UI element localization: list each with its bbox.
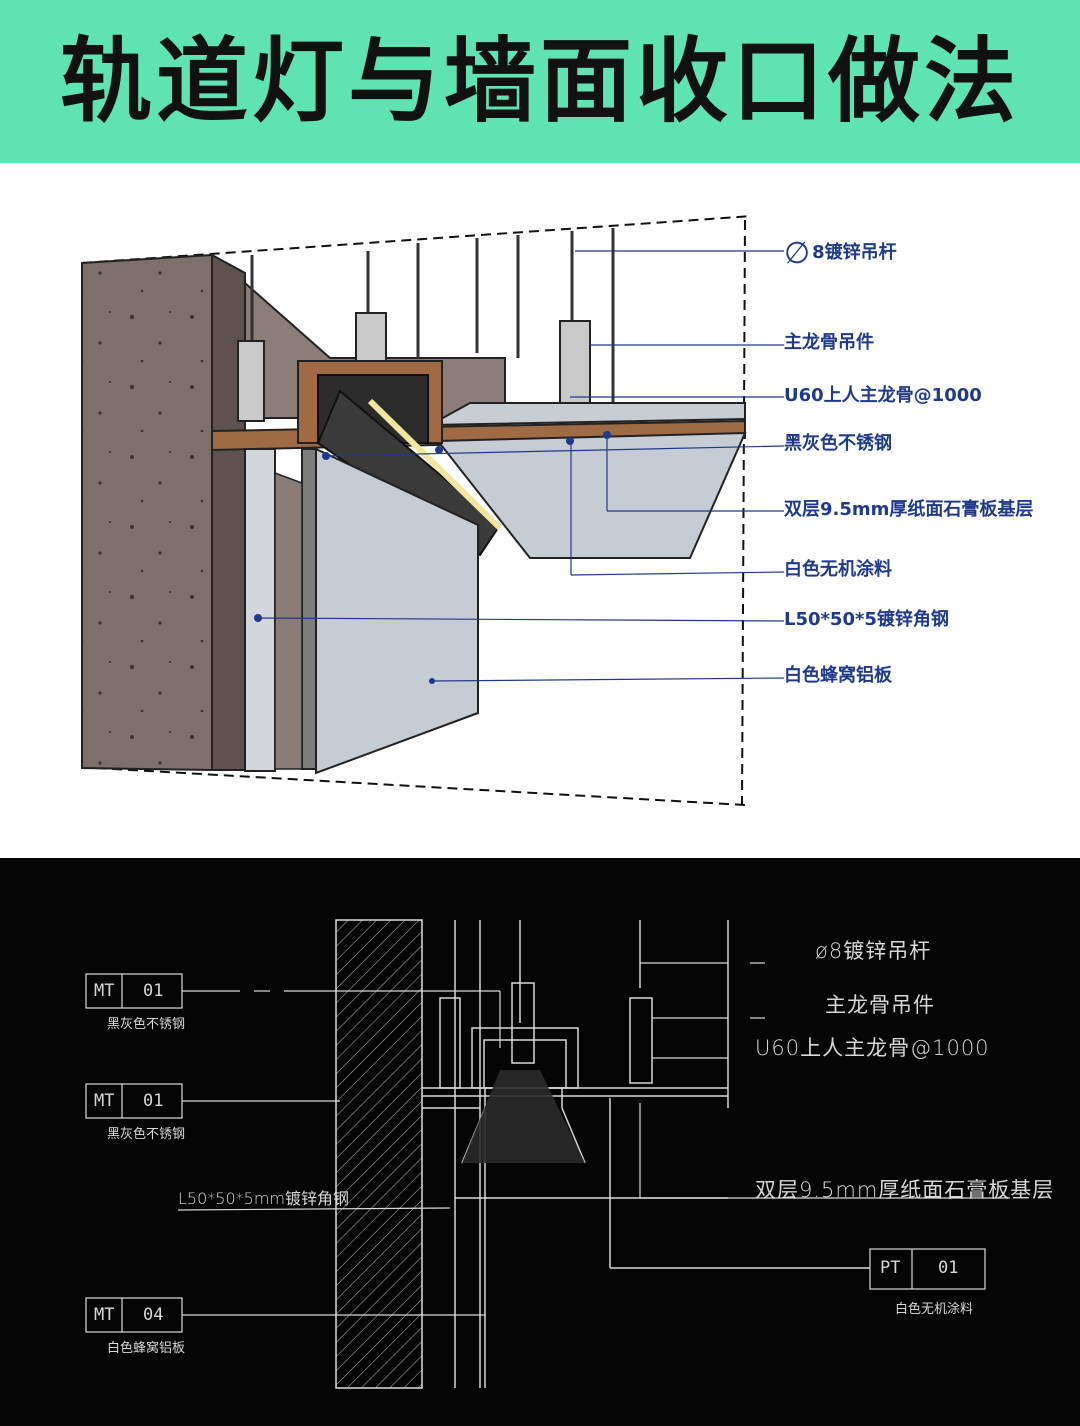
isometric-drawing [81,215,785,806]
cad-tag-1-code: MT [94,981,115,1001]
label-white-paint: 白色无机涂料 [784,559,892,580]
cad-drawing [85,919,1010,1389]
cad-light-beam [462,1070,585,1163]
label-angle-steel: L50*50*5镀锌角钢 [784,609,949,630]
dashed-frame [81,215,753,806]
label-aluminium-panel: 白色蜂窝铝板 [784,665,892,686]
cad-tag-2-num: 01 [143,1091,164,1111]
label-main-keel: U60上人主龙骨@1000 [784,385,982,406]
cad-tag-3-desc: 白色蜂窝铝板 [107,1341,186,1356]
cad-note-gypsum: 双层9.5mm厚纸面石膏板基层 [755,1178,1055,1202]
page-title: 轨道灯与墙面收口做法 [59,27,1020,135]
diameter-symbol: ∅ [784,236,811,271]
cad-right-tag-desc: 白色无机涂料 [895,1302,974,1317]
cad-right-tag-num: 01 [938,1258,959,1278]
cad-note-hanger-rod: ø8镀锌吊杆 [815,939,932,963]
cad-tag-2-desc: 黑灰色不锈钢 [107,1127,186,1142]
label-stainless-steel: 黑灰色不锈钢 [784,433,892,454]
cad-tag-2-code: MT [94,1091,115,1111]
cad-section-drawing: ø8镀锌吊杆 主龙骨吊件 U60上人主龙骨@1000 双层9.5mm厚纸面石膏板… [0,858,1080,1426]
cad-note-main-keel: U60上人主龙骨@1000 [755,1036,990,1060]
cad-right-tag-code: PT [880,1258,901,1278]
concrete-wall [81,253,246,772]
cad-right-tag [869,1248,986,1290]
label-keel-hanger: 主龙骨吊件 [784,332,874,353]
cad-tag-1-num: 01 [143,981,164,1001]
cad-tag-3-num: 04 [143,1305,164,1325]
cad-note-angle-steel: L50*50*5mm镀锌角钢 [178,1189,349,1208]
cad-note-keel-hanger: 主龙骨吊件 [825,993,935,1017]
cad-right-leaders [639,962,1010,1199]
label-gypsum-board: 双层9.5mm厚纸面石膏板基层 [784,499,1034,520]
title-banner: 轨道灯与墙面收口做法 [0,0,1080,163]
iso-leader-lines [257,250,785,682]
cad-tag-1-desc: 黑灰色不锈钢 [107,1017,186,1032]
cad-tag-3-code: MT [94,1305,115,1325]
iso-leader-dots [254,431,611,684]
cad-left-tags [85,973,501,1333]
label-hanger-rod-text: 8镀锌吊杆 [812,242,897,263]
main-keel-hangers [237,312,591,422]
isometric-illustration: ∅8镀锌吊杆 主龙骨吊件 U60上人主龙骨@1000 黑灰色不锈钢 双层9.5m… [0,163,1080,858]
cad-wall-hatch [335,919,423,1389]
label-hanger-rod: ∅8镀锌吊杆 [784,239,897,269]
angle-steel-and-panel [244,447,479,775]
